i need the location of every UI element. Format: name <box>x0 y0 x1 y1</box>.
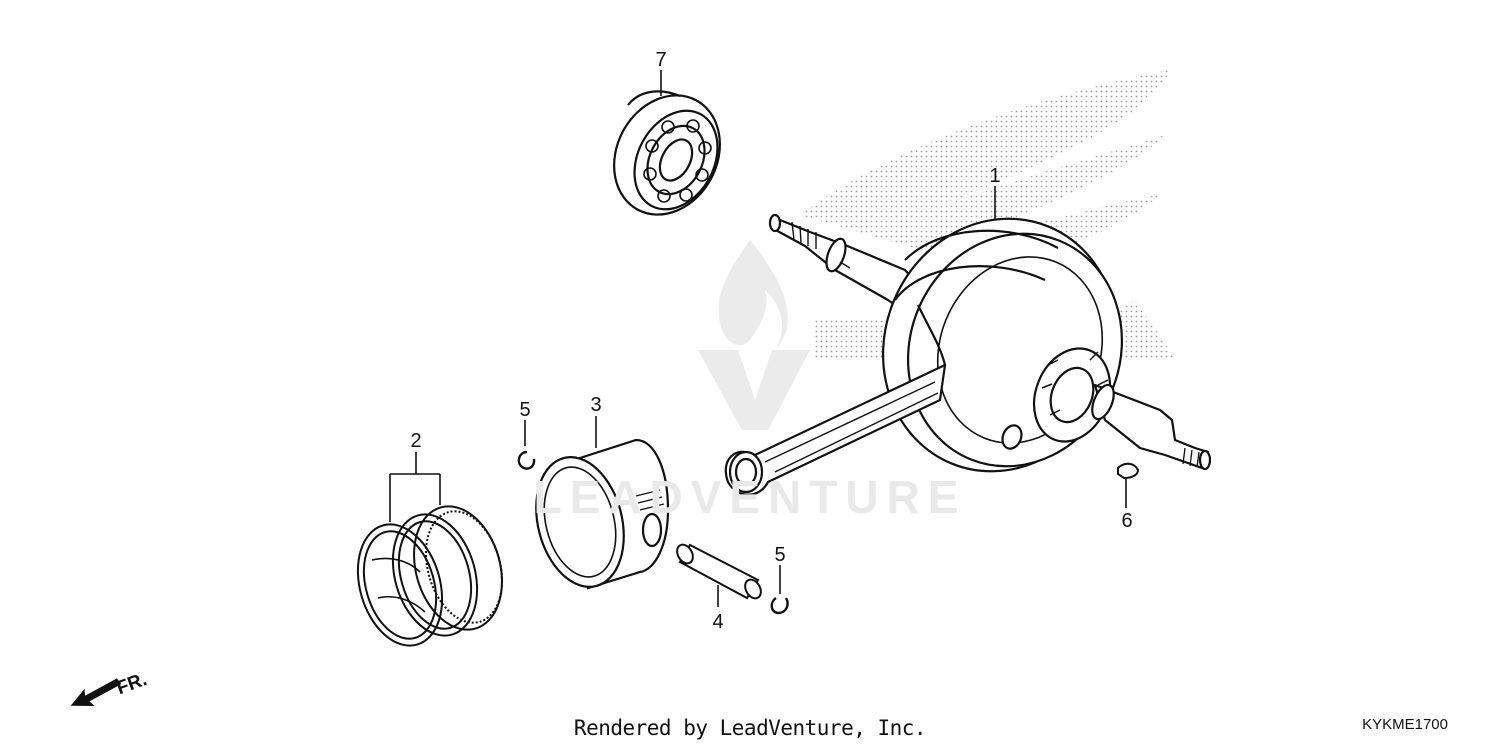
footer-credit: Rendered by LeadVenture, Inc. <box>573 716 927 740</box>
watermark-text: LEADVENTURE <box>533 471 967 523</box>
callout-2: 2 <box>410 430 421 452</box>
bearing-part-7[interactable] <box>594 77 741 233</box>
callout-1: 1 <box>989 165 1000 187</box>
piston-ring-set-part-2[interactable] <box>344 496 515 656</box>
callout-6: 6 <box>1121 510 1132 532</box>
callout-5a: 5 <box>519 399 530 421</box>
callout-7: 7 <box>655 49 666 71</box>
crankshaft-part-1[interactable] <box>724 183 1212 507</box>
woodruff-key-part-6[interactable] <box>1117 462 1140 480</box>
callout-5b: 5 <box>774 544 785 566</box>
piston-pin-clip-part-5a[interactable] <box>517 450 536 470</box>
diagram-reference-code: KYKME1700 <box>1362 716 1448 733</box>
front-direction-arrow-icon: FR. <box>70 669 150 707</box>
callout-3: 3 <box>590 394 601 416</box>
front-direction-label: FR. <box>114 669 150 699</box>
watermark-logo <box>698 240 810 430</box>
piston-pin-clip-part-5b[interactable] <box>770 597 789 615</box>
callout-leader-lines <box>389 70 1127 607</box>
piston-pin-part-4[interactable] <box>674 542 764 601</box>
callout-4: 4 <box>712 611 723 633</box>
piston-part-3[interactable] <box>523 438 670 596</box>
